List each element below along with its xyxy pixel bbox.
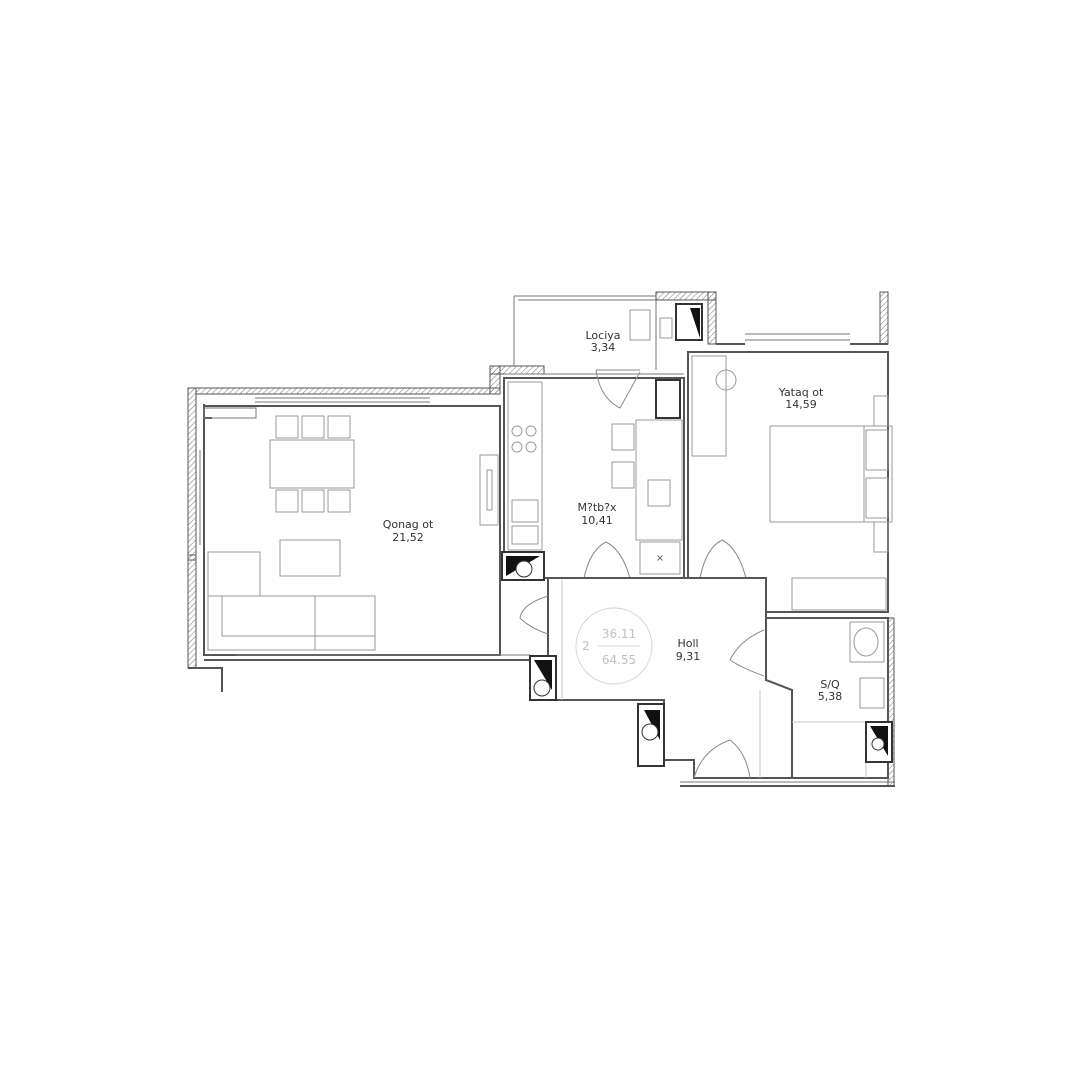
kitchen: × xyxy=(501,369,685,581)
living-door xyxy=(519,595,549,635)
chair-bottom-2 xyxy=(301,489,325,513)
kitchen-chair-3 xyxy=(647,479,671,507)
kitchen-counter xyxy=(507,381,543,551)
lamp xyxy=(715,369,737,391)
hall-outline xyxy=(547,577,793,779)
label-hall-area: 9,31 xyxy=(676,650,701,663)
chair-bottom-3 xyxy=(327,489,351,513)
hall-shaft-2-circle xyxy=(641,723,659,741)
kitchen-grate xyxy=(511,525,539,545)
chair-top-3 xyxy=(327,415,351,439)
living-inner-outline xyxy=(203,405,501,656)
sofa xyxy=(207,551,376,651)
stamp-rooms: 2 xyxy=(582,639,590,653)
kitchen-appliance xyxy=(639,541,681,575)
label-hall-name: Holl xyxy=(677,637,698,650)
loggia xyxy=(513,291,717,370)
label-living-name: Qonag ot xyxy=(383,518,434,531)
kitchen-door-top xyxy=(595,369,641,409)
dresser xyxy=(791,577,887,611)
toilet xyxy=(859,677,885,709)
living-wall-top xyxy=(195,387,501,395)
bath-sink xyxy=(849,621,885,663)
label-kitchen-area: 10,41 xyxy=(581,514,613,527)
living-wall-left xyxy=(187,387,197,561)
hall-shaft-1-circle xyxy=(533,679,551,697)
kitchen-sink xyxy=(511,499,539,523)
label-bathroom-area: 5,38 xyxy=(818,690,843,703)
appliance-mark: × xyxy=(656,553,664,564)
loggia-wall-right xyxy=(707,291,717,345)
kitchen-chair-1 xyxy=(611,423,635,451)
pillow-1 xyxy=(865,429,889,471)
loggia-wall-top xyxy=(655,291,717,301)
label-bedroom-area: 14,59 xyxy=(785,398,817,411)
burner-4 xyxy=(525,441,537,453)
pillow-2 xyxy=(865,477,889,519)
bed xyxy=(769,425,865,523)
label-kitchen-name: M?tb?x xyxy=(578,501,617,514)
nightstand-1 xyxy=(873,395,889,427)
entrance-door xyxy=(693,739,751,779)
stamp-circle xyxy=(575,607,653,685)
nightstand-2 xyxy=(873,521,889,553)
loggia-unit xyxy=(629,309,651,341)
living-wall-left-lower xyxy=(187,554,197,669)
kitchen-table xyxy=(635,419,683,541)
living-ledge xyxy=(203,407,257,419)
burner-1 xyxy=(511,425,523,437)
burner-3 xyxy=(511,441,523,453)
kitchen-door-bottom xyxy=(583,541,631,579)
bathroom xyxy=(765,617,895,787)
living-room xyxy=(187,365,545,692)
tv-unit xyxy=(479,454,499,526)
tv xyxy=(486,469,493,511)
chair-top-2 xyxy=(301,415,325,439)
label-bathroom-name: S/Q xyxy=(820,678,840,691)
label-loggia-area: 3,34 xyxy=(591,341,616,354)
kitchen-vent-circle xyxy=(515,560,533,578)
area-stamp: 2 36.11 64.55 xyxy=(575,607,653,685)
chair-bottom-1 xyxy=(275,489,299,513)
label-living-area: 21,52 xyxy=(392,531,424,544)
kitchen-shaft xyxy=(655,379,681,419)
kitchen-wall-top-hatch xyxy=(489,365,545,375)
loggia-unit-2 xyxy=(659,317,673,339)
loggia-shaft-fill xyxy=(690,308,700,338)
bedroom-door xyxy=(699,539,747,579)
label-loggia-name: Lociya xyxy=(585,329,620,342)
kitchen-chair-2 xyxy=(611,461,635,489)
chair-top-1 xyxy=(275,415,299,439)
label-bedroom-name: Yataq ot xyxy=(778,386,824,399)
bathroom-wall-right xyxy=(887,617,895,787)
bath-shaft-circle xyxy=(871,737,885,751)
burner-2 xyxy=(525,425,537,437)
bedroom xyxy=(687,291,893,613)
bath-door xyxy=(729,629,765,677)
bedroom-wall-right-top xyxy=(879,291,889,345)
dining-table xyxy=(269,439,355,489)
stamp-total-area: 64.55 xyxy=(602,653,636,667)
wardrobe xyxy=(691,355,727,457)
coffee-table xyxy=(279,539,341,577)
bath-sink-bowl xyxy=(853,627,879,657)
living-corner-bottom xyxy=(188,667,223,692)
stamp-living-area: 36.11 xyxy=(602,627,636,641)
